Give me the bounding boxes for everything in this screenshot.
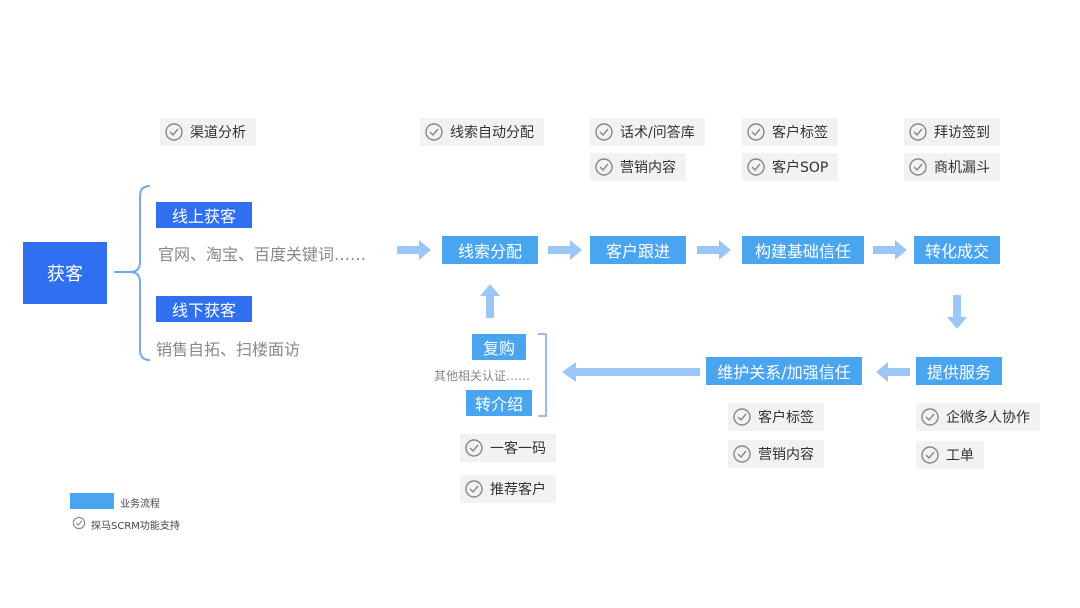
check-icon bbox=[595, 158, 613, 176]
feature-label: 推荐客户 bbox=[490, 482, 546, 498]
flow-step-follow-up: 客户跟进 bbox=[590, 236, 686, 264]
check-icon bbox=[465, 480, 483, 498]
referral-box: 转介绍 bbox=[466, 390, 532, 416]
check-icon bbox=[465, 439, 483, 457]
feature-label: 客户SOP bbox=[772, 160, 829, 176]
check-icon bbox=[747, 123, 765, 141]
feature-label: 线索自动分配 bbox=[450, 125, 534, 141]
feature-label: 渠道分析 bbox=[190, 125, 246, 141]
feature-script-qa: 话术/问答库 bbox=[590, 118, 705, 146]
feature-visit-checkin: 拜访签到 bbox=[904, 118, 1000, 146]
offline-label: 线下获客 bbox=[156, 296, 252, 322]
legend-check-icon bbox=[72, 516, 86, 530]
feature-label: 一客一码 bbox=[490, 441, 546, 457]
feature-wecom-collab: 企微多人协作 bbox=[916, 403, 1040, 431]
check-icon bbox=[733, 445, 751, 463]
feature-auto-assign: 线索自动分配 bbox=[420, 118, 544, 146]
other-certification-text: 其他相关认证…… bbox=[434, 369, 531, 383]
check-icon bbox=[909, 158, 927, 176]
online-label: 线上获客 bbox=[156, 202, 252, 228]
check-icon bbox=[165, 123, 183, 141]
flow-step-maintain: 维护关系/加强信任 bbox=[706, 357, 862, 385]
flow-step-lead-assignment: 线索分配 bbox=[442, 236, 538, 264]
repurchase-box: 复购 bbox=[472, 334, 526, 360]
arrow-right-4 bbox=[873, 240, 907, 260]
feature-opportunity-funnel: 商机漏斗 bbox=[904, 153, 1000, 181]
feature-ticket: 工单 bbox=[916, 441, 984, 469]
feature-label: 客户标签 bbox=[758, 410, 814, 426]
feature-channel-analysis: 渠道分析 bbox=[160, 118, 256, 146]
legend-flow-label: 业务流程 bbox=[120, 499, 160, 510]
arrow-right-2 bbox=[548, 240, 582, 260]
feature-label: 客户标签 bbox=[772, 125, 828, 141]
feature-label: 拜访签到 bbox=[934, 125, 990, 141]
arrow-down bbox=[947, 295, 967, 329]
feature-label: 企微多人协作 bbox=[946, 410, 1030, 426]
flow-step-conversion: 转化成交 bbox=[914, 236, 1000, 264]
arrow-up bbox=[480, 284, 500, 318]
flow-step-service: 提供服务 bbox=[916, 357, 1002, 385]
check-icon bbox=[921, 446, 939, 464]
online-detail: 官网、淘宝、百度关键词…… bbox=[158, 245, 367, 264]
feature-marketing-content: 营销内容 bbox=[590, 153, 686, 181]
legend-flow-swatch bbox=[70, 493, 114, 509]
feature-marketing-content-2: 营销内容 bbox=[728, 440, 824, 468]
feature-recommend-customer: 推荐客户 bbox=[460, 475, 556, 503]
arrow-left-long bbox=[562, 362, 700, 382]
feature-label: 商机漏斗 bbox=[934, 160, 990, 176]
check-icon bbox=[747, 158, 765, 176]
check-icon bbox=[909, 123, 927, 141]
arrow-right-3 bbox=[697, 240, 731, 260]
root-node: 获客 bbox=[23, 242, 107, 304]
legend-support-label: 探马SCRM功能支持 bbox=[91, 521, 180, 532]
arrow-right-1 bbox=[397, 240, 431, 260]
repurchase-bracket bbox=[538, 333, 547, 417]
feature-customer-tags: 客户标签 bbox=[742, 118, 838, 146]
feature-label: 工单 bbox=[946, 448, 974, 464]
flow-step-build-trust: 构建基础信任 bbox=[742, 236, 864, 264]
root-bracket bbox=[114, 185, 151, 361]
feature-label: 营销内容 bbox=[620, 160, 676, 176]
arrow-left-1 bbox=[876, 362, 910, 382]
check-icon bbox=[425, 123, 443, 141]
check-icon bbox=[921, 408, 939, 426]
check-icon bbox=[595, 123, 613, 141]
feature-customer-tags-2: 客户标签 bbox=[728, 403, 824, 431]
check-icon bbox=[733, 408, 751, 426]
offline-detail: 销售自拓、扫楼面访 bbox=[156, 340, 301, 359]
feature-one-code: 一客一码 bbox=[460, 434, 556, 462]
feature-label: 话术/问答库 bbox=[620, 125, 695, 141]
feature-customer-sop: 客户SOP bbox=[742, 153, 839, 181]
feature-label: 营销内容 bbox=[758, 447, 814, 463]
